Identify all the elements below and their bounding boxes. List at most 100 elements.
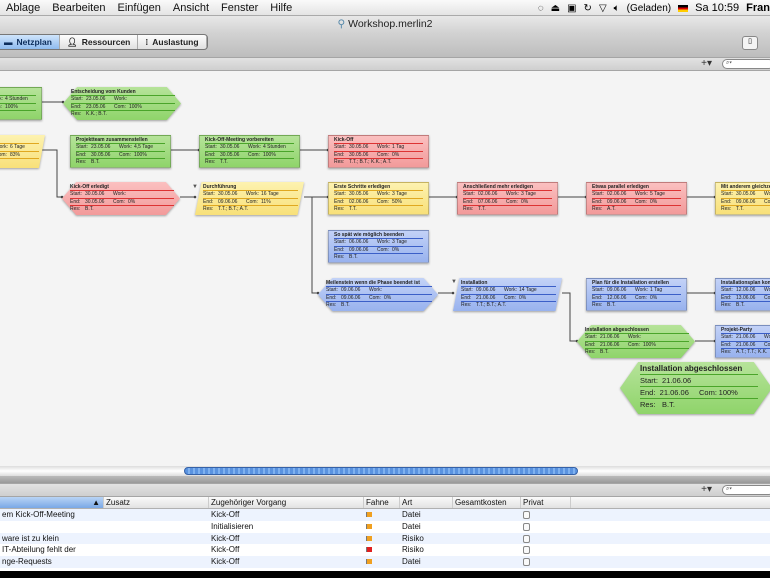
privat-checkbox[interactable] <box>523 511 530 519</box>
field-label: Res: <box>334 206 345 212</box>
cell-vorgang: Kick-Off <box>211 510 240 519</box>
search-input[interactable]: ⌕▾ <box>722 59 770 69</box>
cell-art: Risiko <box>402 545 424 555</box>
field-start: 30.05.06 <box>218 191 238 197</box>
node-title: So spät wie möglich beenden <box>334 232 423 239</box>
eject-icon[interactable]: ⏏ <box>550 2 561 14</box>
column-header-fahne[interactable]: Fahne <box>364 497 400 508</box>
field-work: 14 Tage <box>519 287 537 293</box>
split-divider[interactable] <box>0 476 770 483</box>
timemachine-icon[interactable]: ↻ <box>583 2 592 14</box>
menu-einfuegen[interactable]: Einfügen <box>117 1 161 14</box>
collapse-triangle-icon[interactable]: ▼ <box>192 184 198 190</box>
flag-icon[interactable] <box>366 559 372 565</box>
menu-bearbeiten[interactable]: Bearbeiten <box>52 1 106 14</box>
network-node[interactable]: Projektteam zusammenstellen Start:23.05.… <box>70 135 171 168</box>
menu-hilfe[interactable]: Hilfe <box>270 1 293 14</box>
collapse-triangle-icon[interactable]: ▼ <box>451 279 457 285</box>
node-title: Projekt-Party <box>721 327 770 334</box>
node-title: Kick-Off erledigt <box>70 184 174 191</box>
flag-de-icon[interactable] <box>678 4 689 12</box>
tab-ressourcen[interactable]: 👤︎Ressourcen <box>60 35 139 49</box>
table-row[interactable]: nge-Requests Kick-Off Datei <box>0 556 770 568</box>
field-label: Start: <box>76 144 88 150</box>
tab-auslastung[interactable]: ⁞Auslastung <box>138 35 207 49</box>
table-row[interactable]: ware ist zu klein Kick-Off Risiko <box>0 532 770 545</box>
field-res: T.T. <box>349 206 357 212</box>
table-search-input[interactable]: ⌕▾ <box>722 485 770 495</box>
privat-checkbox[interactable] <box>523 546 530 555</box>
network-node[interactable]: Start:Work:6 Tage End:Com:83% Res:T.T. <box>0 135 45 168</box>
field-label: Work: <box>377 191 390 197</box>
column-header-privat[interactable]: Privat <box>521 497 571 508</box>
flag-icon[interactable] <box>366 547 372 553</box>
privat-checkbox[interactable] <box>523 522 530 531</box>
wifi-icon[interactable]: ▽ <box>598 2 607 14</box>
field-label: Com: <box>628 341 640 348</box>
field-work: 6 Tage <box>10 144 25 150</box>
flag-icon[interactable] <box>366 535 372 541</box>
inspector-button[interactable]: ▯ <box>742 36 758 50</box>
network-plan-canvas[interactable]: ▼ ▼ Start:Work:4 Stunden End:Com:100% Re… <box>0 71 770 466</box>
flag-icon[interactable] <box>366 512 372 517</box>
network-node[interactable]: Anschließend mehr erledigen Start:02.06.… <box>457 182 558 215</box>
add-row-button[interactable]: +▾ <box>701 484 712 495</box>
battery-status[interactable]: (Geladen) <box>626 2 672 14</box>
node-title: Meilenstein wenn die Phase beendet ist <box>326 280 432 287</box>
menu-ansicht[interactable]: Ansicht <box>172 1 209 14</box>
network-node[interactable]: Mit anderem gleichzeitig Start:30.05.06W… <box>715 182 770 215</box>
cell-kosten <box>453 521 521 533</box>
field-work <box>384 287 412 294</box>
volume-icon[interactable]: 🔈︎ <box>613 2 620 14</box>
network-node[interactable]: Meilenstein wenn die Phase beendet ist S… <box>318 278 438 311</box>
privat-checkbox[interactable] <box>523 534 530 543</box>
column-header-kosten[interactable]: Gesamtkosten <box>453 497 521 508</box>
table-row[interactable]: IT-Abteilung fehlt der Kick-Off Risiko <box>0 544 770 557</box>
field-work: 16 Tage <box>261 191 279 197</box>
field-res: T.T. <box>736 206 744 212</box>
field-label: Work: <box>764 334 770 340</box>
column-header-zusatz[interactable]: Zusatz <box>104 497 209 508</box>
field-label: Start: <box>721 334 733 340</box>
field-label: Com: <box>635 198 647 205</box>
field-label: Work: <box>764 287 770 293</box>
clock[interactable]: Sa 10:59 <box>695 2 740 14</box>
table-row[interactable]: em Kick-Off-Meeting Kick-Off Datei <box>0 509 770 521</box>
display-icon[interactable]: ▣ <box>567 2 577 14</box>
network-node[interactable]: Plan für die Installation erstellen Star… <box>586 278 687 311</box>
network-node[interactable]: Installationsplan kontrollieren Start:12… <box>715 278 770 311</box>
scrollbar-thumb[interactable] <box>184 467 578 475</box>
column-header-name[interactable]: ▲ <box>0 497 104 508</box>
menu-ablage[interactable]: Ablage <box>6 1 41 14</box>
table-row[interactable]: Initialisieren Datei <box>0 520 770 533</box>
field-label: End: <box>334 151 345 158</box>
toolbar: ▬Netzplan 👤︎Ressourcen ⁞Auslastung ▯ <box>0 33 770 57</box>
add-button[interactable]: +▾ <box>701 58 712 69</box>
column-header-art[interactable]: Art <box>400 497 453 508</box>
field-label: Res: <box>334 159 345 165</box>
privat-checkbox[interactable] <box>523 558 530 567</box>
field-label: Start: <box>71 96 83 102</box>
network-node[interactable]: Start:Work:4 Stunden End:Com:100% Res:B.… <box>0 87 42 120</box>
field-label: Res: <box>76 159 87 165</box>
tab-netzplan[interactable]: ▬Netzplan <box>0 35 60 49</box>
field-com: 0% <box>392 246 400 253</box>
sync-icon[interactable]: ◌ <box>537 2 544 14</box>
cell-name: IT-Abteilung fehlt der <box>2 545 76 555</box>
column-header-vorgang[interactable]: Zugehöriger Vorgang <box>209 497 364 508</box>
flag-icon[interactable] <box>366 523 372 529</box>
network-node[interactable]: Kick-Off-Meeting vorbereiten Start:30.05… <box>199 135 300 168</box>
network-node[interactable]: Installation abgeschlossen Start:21.06.0… <box>577 325 695 358</box>
user-menu[interactable]: Fran <box>746 2 770 14</box>
horizontal-scrollbar[interactable] <box>0 466 770 476</box>
network-node[interactable]: So spät wie möglich beenden Start:06.06.… <box>328 230 429 263</box>
menu-fenster[interactable]: Fenster <box>221 1 259 14</box>
